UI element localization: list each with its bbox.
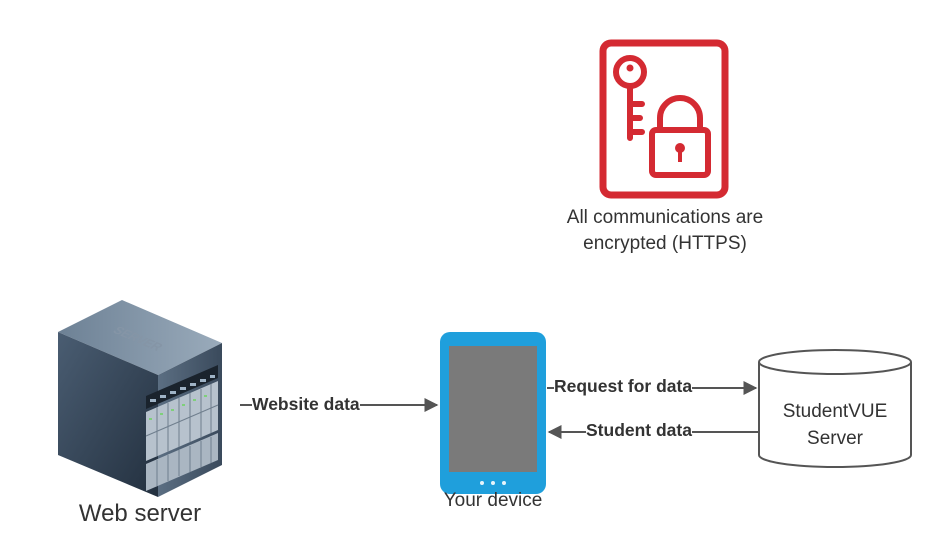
- key-lock-icon: [599, 39, 729, 199]
- web-server-label: Web server: [78, 500, 202, 527]
- device-label: Your device: [443, 490, 543, 511]
- smartphone-icon: [440, 332, 546, 494]
- studentvue-server-label: StudentVUE Server: [758, 398, 912, 452]
- website-data-label: Website data: [252, 394, 360, 415]
- student-data-label: Student data: [586, 420, 692, 441]
- request-for-data-label: Request for data: [554, 376, 693, 397]
- device-screen: [449, 346, 537, 472]
- server-rack-icon: SERVER: [58, 300, 222, 497]
- encryption-note-label: All communications are encrypted (HTTPS): [566, 207, 764, 254]
- studentvue-label-line2: Server: [807, 428, 863, 449]
- database-cylinder-icon: [758, 349, 912, 468]
- studentvue-label-line1: StudentVUE: [782, 401, 888, 422]
